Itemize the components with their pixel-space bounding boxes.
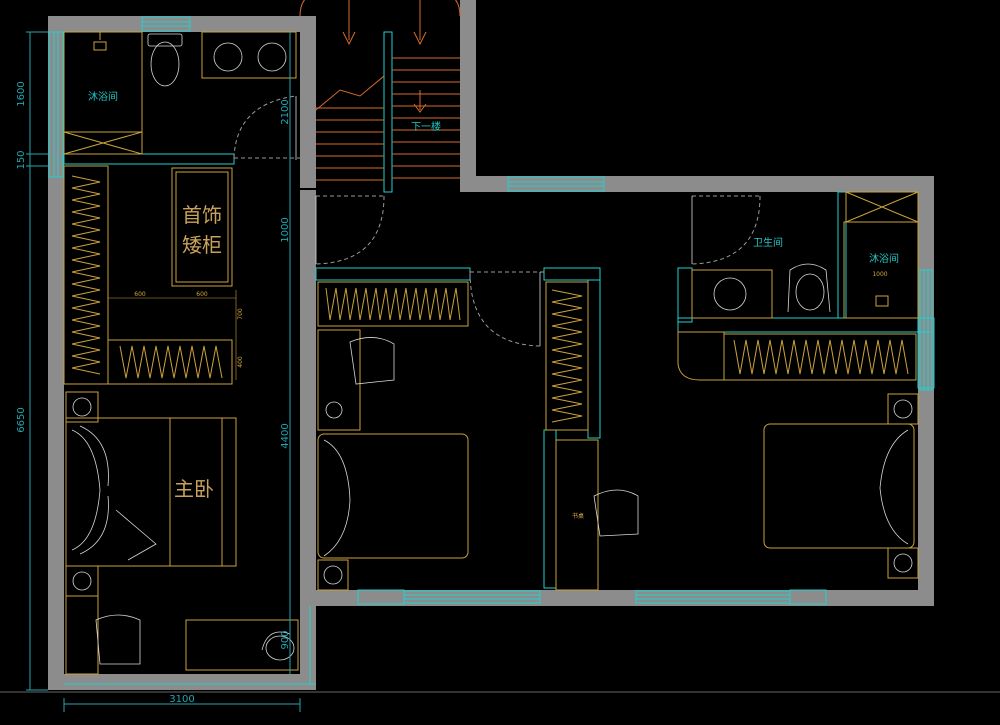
windows-and-hatched-walls <box>48 16 935 685</box>
right-bedroom-furniture <box>677 191 919 579</box>
dim-cab-400: 400 <box>237 356 244 368</box>
shower-left-label: 沐浴间 <box>88 90 118 103</box>
labels: 沐浴间 首饰 矮柜 主卧 下一楼 卫生间 沐浴间 书桌 1600 150 665… <box>16 81 899 705</box>
dim-900: 900 <box>280 630 291 649</box>
dim-4400: 4400 <box>280 423 291 448</box>
dim-cab-600a: 600 <box>134 291 146 298</box>
dim-6650: 6650 <box>16 407 27 432</box>
dim-2100: 2100 <box>280 99 291 124</box>
bathroom-right-label: 卫生间 <box>753 236 783 249</box>
shower-right-label: 沐浴间 <box>869 252 899 265</box>
staircase <box>299 0 461 181</box>
dim-1000: 1000 <box>280 217 291 242</box>
jewelry-cabinet-label-2: 矮柜 <box>182 233 222 257</box>
master-bedroom-furniture <box>63 31 299 675</box>
desk-label: 书桌 <box>572 512 584 520</box>
dimension-lines <box>0 31 1000 712</box>
downstairs-label: 下一楼 <box>411 120 441 133</box>
dim-shower-1000: 1000 <box>872 271 887 278</box>
dim-150: 150 <box>16 150 27 169</box>
jewelry-cabinet-label-1: 首饰 <box>182 203 222 227</box>
middle-bedroom-furniture <box>317 281 639 591</box>
master-bedroom-label: 主卧 <box>174 477 214 501</box>
dim-1600: 1600 <box>16 81 27 106</box>
doors <box>233 95 761 347</box>
walls <box>48 0 934 690</box>
dim-cab-600b: 600 <box>196 291 208 298</box>
dim-cab-700: 700 <box>237 308 244 320</box>
dim-3100: 3100 <box>169 694 194 705</box>
